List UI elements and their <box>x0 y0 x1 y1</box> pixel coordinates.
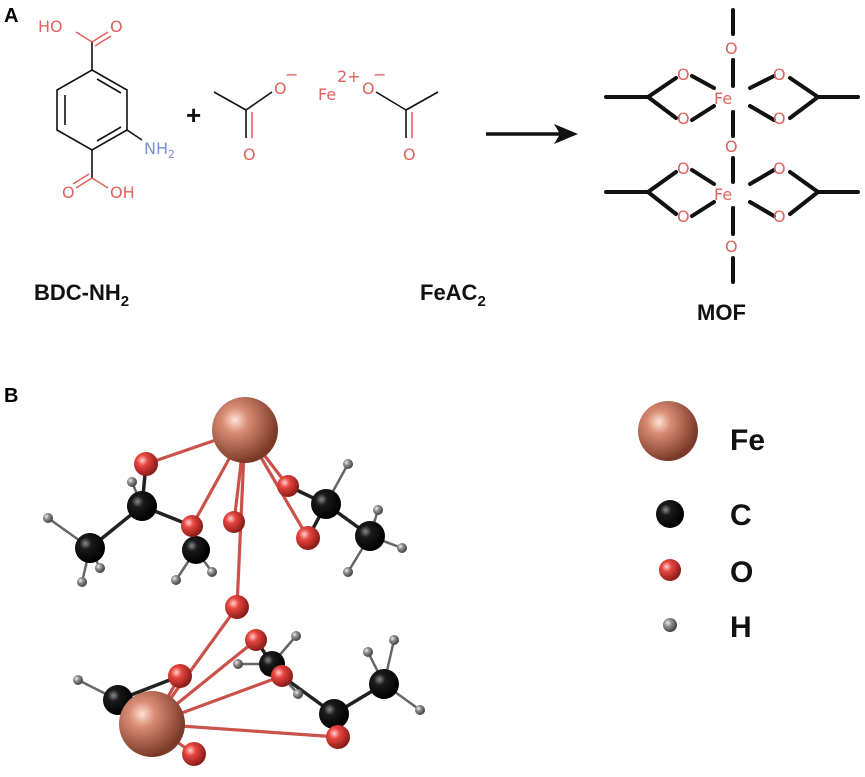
atom-o-double-left: O <box>243 145 256 164</box>
h-atom <box>415 705 425 715</box>
o-atom <box>181 515 203 537</box>
legend-fe-ball <box>638 401 698 461</box>
c-atom <box>182 536 210 564</box>
o-atom <box>271 665 293 687</box>
c-atom <box>369 669 399 699</box>
mof-atom-labels: O O O O O Fe O O O O O Fe O <box>677 39 786 256</box>
h-atom <box>77 577 87 587</box>
h-atom <box>233 659 243 669</box>
o-atom <box>223 511 245 533</box>
o-atom <box>326 725 350 749</box>
ball-and-stick-model <box>43 397 425 766</box>
legend-o-ball <box>659 559 681 581</box>
atom-o-minus-right: O <box>362 79 375 98</box>
atom-oh-bottom: OH <box>110 183 135 202</box>
legend-h-ball <box>663 618 677 632</box>
mof-o: O <box>677 207 690 226</box>
atom-o-minus-left: O <box>274 79 287 98</box>
h-atom <box>95 563 105 573</box>
feac2-structure <box>213 91 439 138</box>
h-atom <box>293 689 303 699</box>
mof-o: O <box>725 39 738 58</box>
mof-o: O <box>773 207 786 226</box>
charge-left: − <box>285 65 298 84</box>
c-atom <box>311 489 341 519</box>
bdc-nh2-label: BDC-NH2 <box>34 280 129 310</box>
atom-fe-ion: Fe <box>318 85 336 104</box>
h-atom <box>171 575 181 585</box>
mof-o: O <box>725 137 738 156</box>
h-atom <box>343 567 353 577</box>
mof-o: O <box>725 237 738 256</box>
panel-label-b: B <box>4 385 18 407</box>
mof-structure <box>604 8 860 284</box>
h-atom <box>389 635 399 645</box>
mof-label: MOF <box>697 300 746 325</box>
o-atom <box>134 452 158 476</box>
mof-o: O <box>677 159 690 178</box>
feac2-label: FeAC2 <box>420 280 486 310</box>
atom-nh2: NH2 <box>144 139 175 161</box>
h-atom <box>207 567 217 577</box>
o-atom <box>225 595 249 619</box>
o-atom <box>277 475 299 497</box>
h-atom <box>291 631 301 641</box>
mof-fe-top: Fe <box>714 89 732 108</box>
h-atom <box>43 513 53 523</box>
c-atom <box>355 521 385 551</box>
fe-atom-bottom <box>119 691 185 757</box>
mof-fe-bottom: Fe <box>714 185 732 204</box>
mof-o: O <box>773 159 786 178</box>
legend-label-fe: Fe <box>730 424 765 457</box>
h-atom <box>343 459 353 469</box>
mof-o: O <box>773 65 786 84</box>
fe-atom-top <box>212 397 278 463</box>
h-atom <box>127 477 137 487</box>
o-atom <box>168 664 192 688</box>
charge-right: − <box>373 65 386 84</box>
legend-label-h: H <box>730 611 752 644</box>
bdc-nh2-structure <box>56 31 143 189</box>
o-atom <box>296 526 320 550</box>
atom-o-bottom: O <box>62 183 75 202</box>
reaction-arrow <box>486 124 578 144</box>
mof-o: O <box>677 65 690 84</box>
c-atom <box>319 699 349 729</box>
h-atom <box>363 647 373 657</box>
fe-charge: 2+ <box>337 67 361 86</box>
panel-label-a: A <box>4 5 18 27</box>
o-atom <box>245 629 267 651</box>
c-atom <box>127 491 157 521</box>
plus-sign: + <box>186 100 201 130</box>
h-atom <box>373 505 383 515</box>
legend: Fe C O H <box>638 401 765 644</box>
legend-label-c: C <box>730 499 752 532</box>
h-atom <box>397 543 407 553</box>
o-atom <box>182 742 206 766</box>
atom-ho-top: HO <box>38 17 63 36</box>
atom-o-double-right: O <box>403 145 416 164</box>
h-atom <box>73 675 83 685</box>
mof-o: O <box>677 109 690 128</box>
mof-o: O <box>773 109 786 128</box>
atom-o-top: O <box>110 17 123 36</box>
legend-c-ball <box>656 500 684 528</box>
c-atom <box>75 533 105 563</box>
legend-label-o: O <box>730 556 753 589</box>
